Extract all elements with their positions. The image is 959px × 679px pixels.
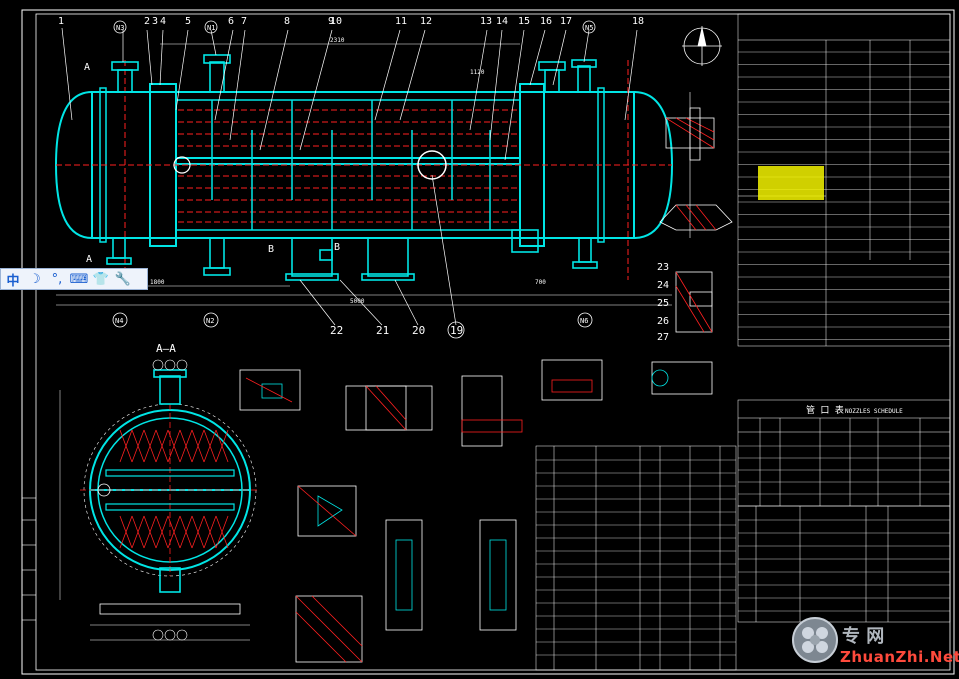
- nozzle-table-title-en: NOZZLES SCHEDULE: [845, 408, 903, 415]
- tube-lattice-line: [155, 515, 169, 549]
- north-arrow-detail: [682, 26, 722, 66]
- balloon-7: 7: [241, 16, 247, 27]
- skin-shirt-icon[interactable]: 👕: [92, 271, 110, 287]
- watermark-text: ZhuanZhi.Net: [840, 648, 959, 666]
- balloon-24: 24: [657, 280, 669, 291]
- tube-lattice-line: [203, 515, 217, 549]
- tube-lattice-line: [143, 515, 157, 549]
- watermark-logo: [792, 617, 838, 663]
- highlighted-spec-note: [758, 166, 824, 200]
- tube-lattice-line: [203, 429, 217, 463]
- wrench-settings-icon[interactable]: 🔧: [114, 271, 132, 287]
- dim-nozzle-span: 1120: [470, 69, 485, 76]
- nozzle-n3-top: N3: [116, 24, 124, 32]
- balloon-6: 6: [228, 16, 234, 27]
- dim-overall-length: 5000: [350, 298, 365, 305]
- nozzle-n4-bottom: N4: [115, 317, 123, 325]
- tube-lattice-line: [191, 515, 205, 549]
- balloon-22: 22: [330, 324, 343, 337]
- view-b-left: B: [268, 244, 274, 255]
- balloon-9: 9: [328, 16, 334, 27]
- tube-lattice-line: [167, 515, 181, 549]
- balloon-10: 10: [330, 16, 342, 27]
- drawing-border: [21, 9, 955, 675]
- balloon-16: 16: [540, 16, 552, 27]
- nozzle-n6-bottom: N6: [580, 317, 588, 325]
- balloon-17: 17: [560, 16, 572, 27]
- balloon-11: 11: [395, 16, 407, 27]
- section-a-a-view: [59, 369, 260, 641]
- nozzle-n5-top: N5: [585, 24, 593, 32]
- tube-lattice-line: [179, 429, 193, 463]
- tube-lattice-line: [155, 429, 169, 463]
- balloon-12: 12: [420, 16, 432, 27]
- flange-detail-top: [665, 107, 715, 161]
- tube-lattice-line: [131, 515, 145, 549]
- balloon-25: 25: [657, 298, 669, 309]
- balloon-4: 4: [160, 16, 166, 27]
- balloon-19: 19: [450, 324, 463, 337]
- tube-lattice-line: [167, 429, 181, 463]
- tube-lattice-line: [215, 429, 229, 463]
- spec-table-rows: [738, 51, 950, 340]
- moon-icon[interactable]: ☽: [29, 271, 41, 287]
- balloon-23: 23: [657, 262, 669, 273]
- dim-overall-tube: 2310: [330, 37, 345, 44]
- detail-23-27: [675, 271, 713, 333]
- detail-views-middle: [239, 359, 713, 663]
- left-title-strip: [22, 497, 36, 621]
- view-b-right: B: [334, 242, 340, 253]
- dim-saddle: 1800: [150, 279, 165, 286]
- nozzle-table-title: 管 口 表: [806, 404, 844, 416]
- section-aa-balloons: [152, 359, 188, 641]
- nozzle-schedule-table: [737, 399, 951, 507]
- nozzle-n1-top: N1: [207, 24, 215, 32]
- balloon-21: 21: [376, 324, 389, 337]
- balloon-3: 3: [152, 16, 158, 27]
- dim-right: 700: [535, 279, 546, 286]
- tube-lattice-line: [119, 515, 133, 549]
- keyboard-icon[interactable]: ⌨: [69, 271, 89, 287]
- tube-lattice-line: [119, 429, 133, 463]
- balloon-15: 15: [518, 16, 530, 27]
- nozzle-n2-bottom: N2: [206, 317, 214, 325]
- tube-lattice-line: [131, 429, 145, 463]
- section-a-a-label: A—A: [156, 342, 176, 355]
- tube-lattice-line: [191, 429, 205, 463]
- balloon-2: 2: [144, 16, 150, 27]
- tube-lattice-line: [143, 429, 157, 463]
- balloon-20: 20: [412, 324, 425, 337]
- technical-spec-table: [737, 13, 951, 347]
- punctuation-icon[interactable]: °,: [51, 271, 63, 287]
- parts-list-table: [535, 445, 951, 671]
- section-a-bottom: A: [86, 254, 92, 265]
- heat-exchanger-elevation: N3 N1 N5 N4 N2 N6 1 2 3 4 5 6 7 8 9 10 1…: [54, 16, 691, 339]
- balloon-13: 13: [480, 16, 492, 27]
- parts-list-rows: [536, 459, 950, 656]
- balloon-27: 27: [657, 332, 669, 343]
- ime-language-toggle[interactable]: 中: [6, 273, 20, 289]
- tube-lattice-line: [179, 515, 193, 549]
- balloon-8: 8: [284, 16, 290, 27]
- ime-toolbar: 中 ☽ °, ⌨ 👕 🔧: [0, 268, 148, 290]
- balloon-14: 14: [496, 16, 508, 27]
- balloon-18: 18: [632, 16, 644, 27]
- tube-lattice-line: [215, 515, 229, 549]
- weld-detail: [659, 204, 733, 231]
- balloon-1: 1: [58, 16, 64, 27]
- section-a-top: A: [84, 62, 90, 73]
- nozzle-table-rows: [738, 445, 950, 495]
- balloon-26: 26: [657, 316, 669, 327]
- watermark-chinese: 专 网: [842, 626, 885, 647]
- balloon-5: 5: [185, 16, 191, 27]
